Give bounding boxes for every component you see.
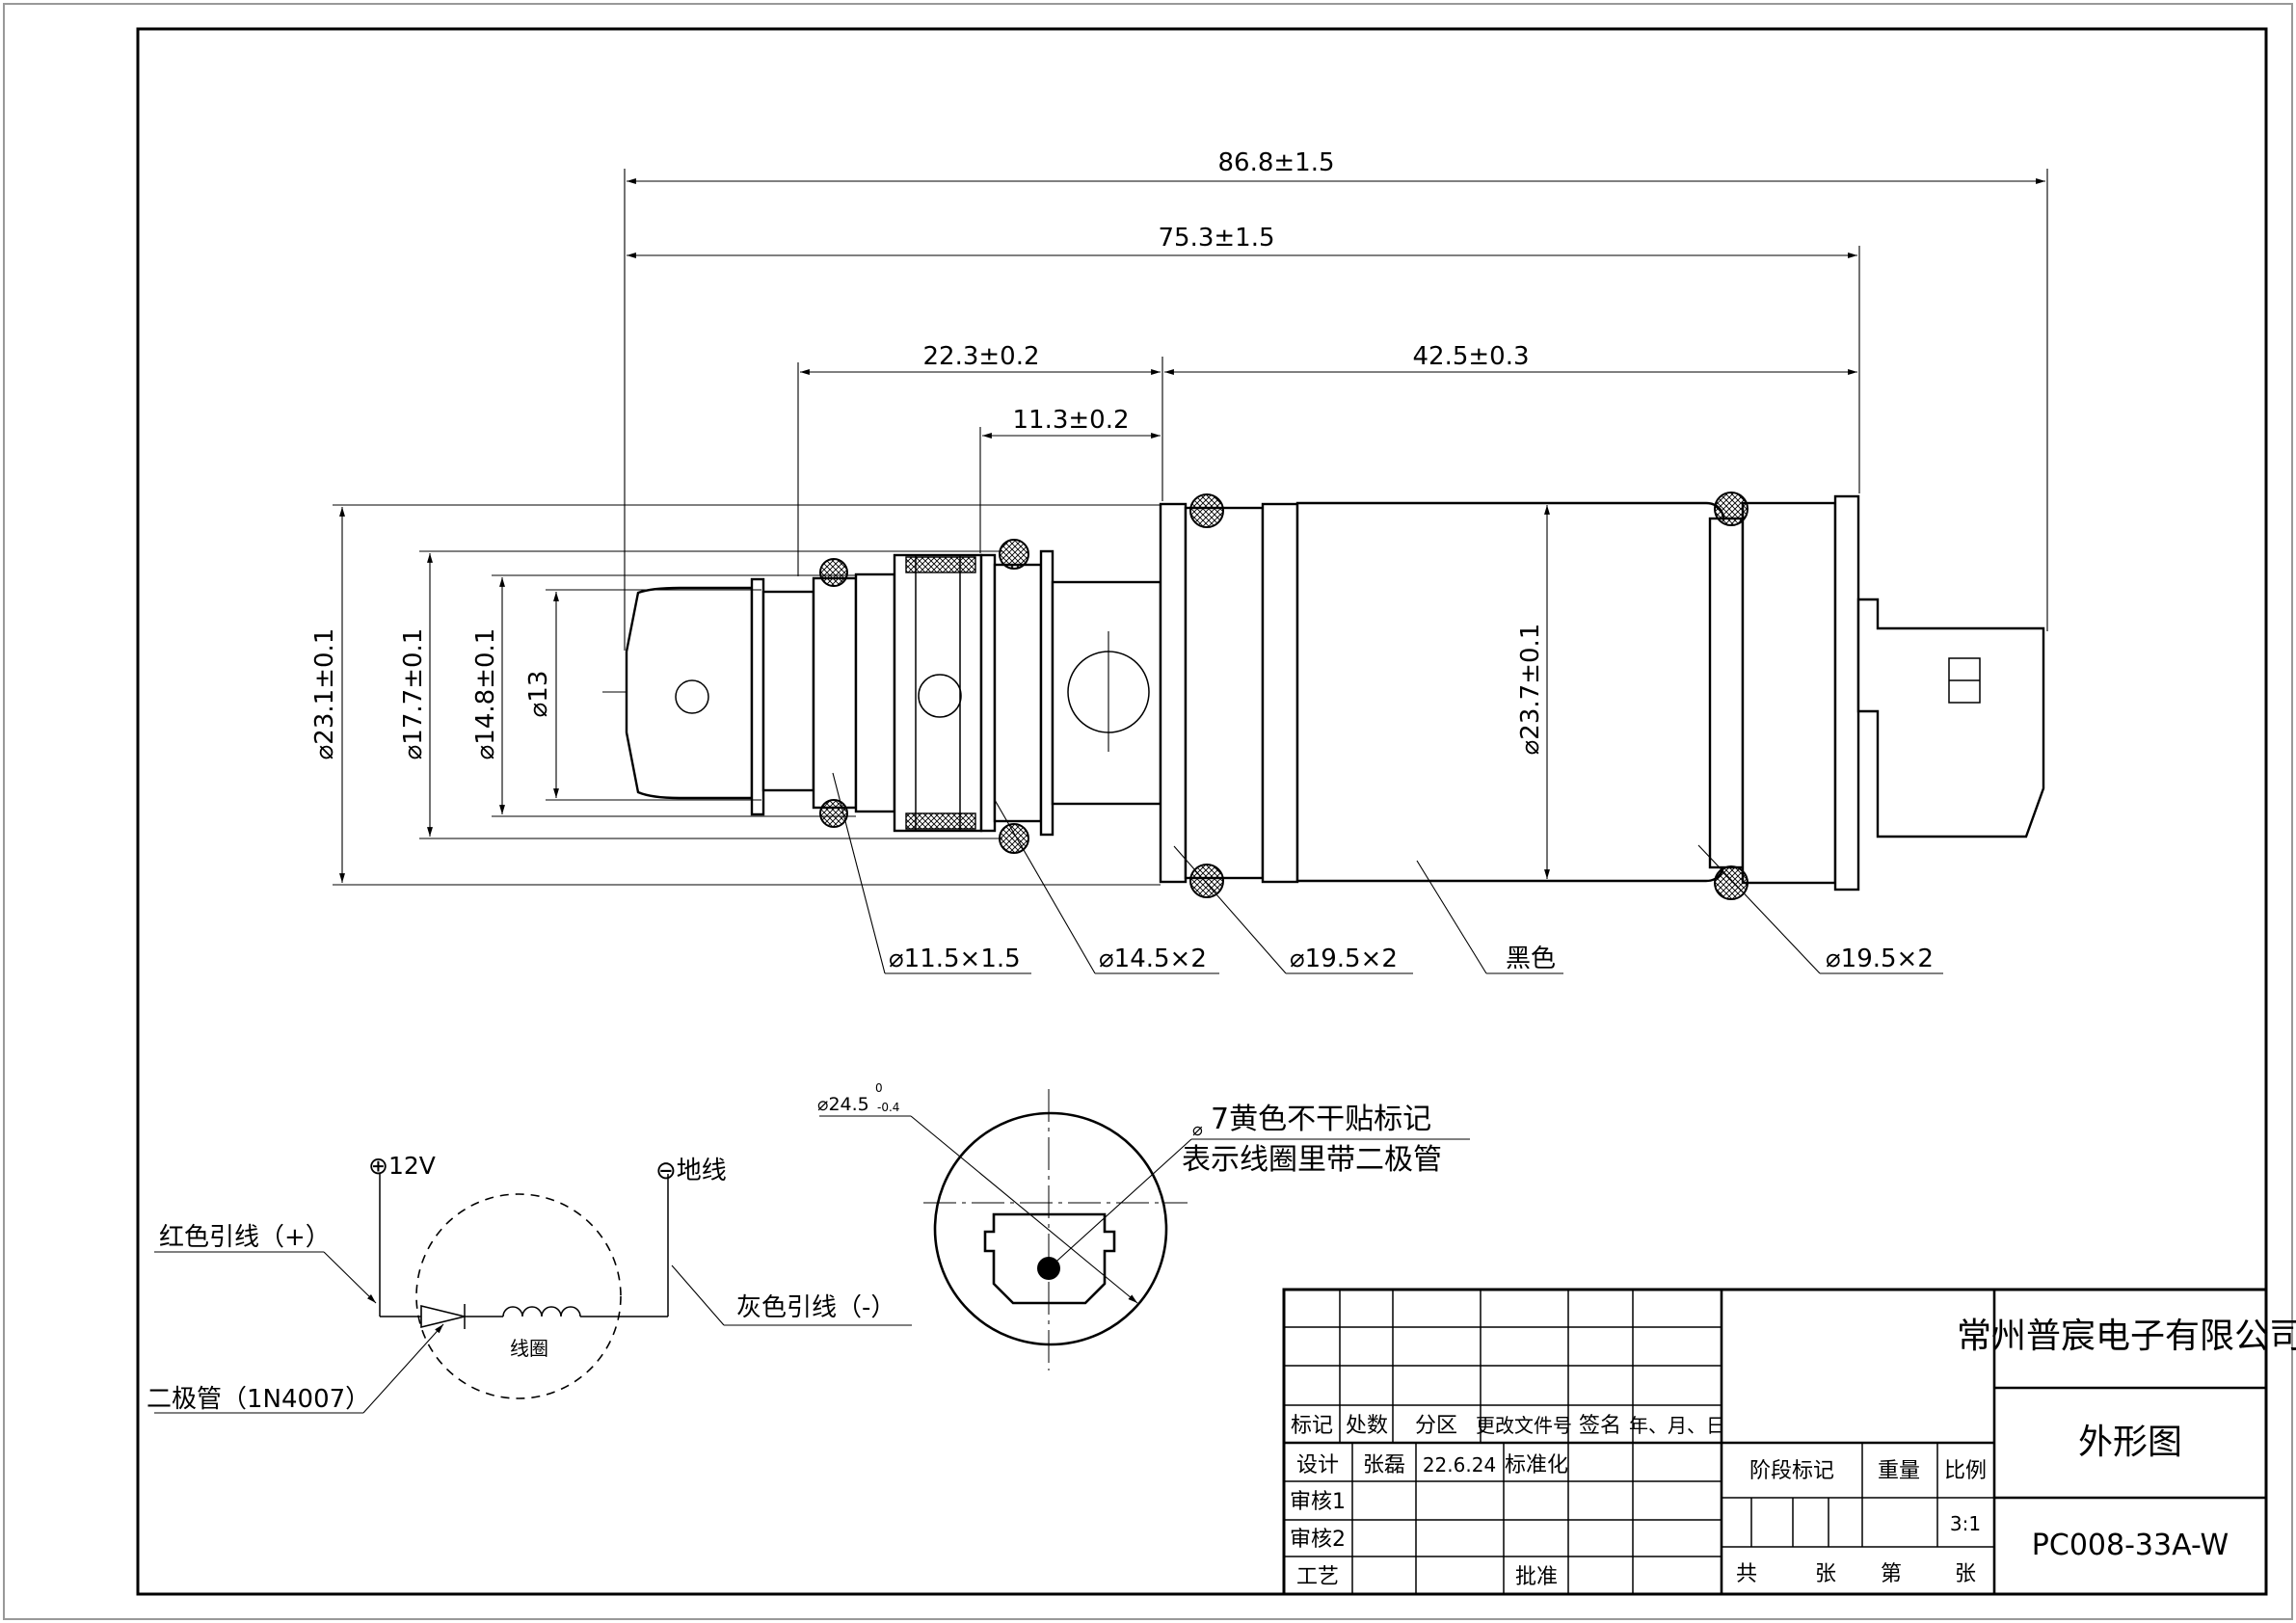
weight-label: 重量 xyxy=(1878,1459,1920,1483)
drawing-number: PC008-33A-W xyxy=(2032,1529,2229,1562)
standardization-label: 标准化 xyxy=(1505,1453,1568,1477)
valve-side-view xyxy=(602,492,2045,900)
outer-frame xyxy=(3,3,2293,1620)
scale-label: 比例 xyxy=(1944,1459,1987,1483)
red-lead-label: 红色引线（+） xyxy=(159,1223,331,1252)
dim-overall-length: 86.8±1.5 xyxy=(1217,148,1334,177)
dim-length-11: 11.3±0.2 xyxy=(1012,406,1129,435)
header-date: 年、月、日 xyxy=(1629,1414,1725,1437)
vertical-dimensions xyxy=(333,504,1550,886)
dim-dia-13: ⌀13 xyxy=(524,671,553,718)
plus-12v-label: ⊕12V xyxy=(368,1152,436,1180)
title-block: 常州普宸电子有限公司 外形图 PC008-33A-W 标记 处数 分区 更改文件… xyxy=(1282,1288,2296,1596)
scale-value: 3:1 xyxy=(1950,1512,1981,1535)
end-view: ⌀24.5 0 -0.4 ⌀ 7黄色不干贴标记 表示线圈里带二极管 xyxy=(817,1081,1470,1370)
ground-label: ⊖地线 xyxy=(655,1157,727,1185)
review1-label: 审核1 xyxy=(1290,1490,1346,1514)
design-date: 22.6.24 xyxy=(1423,1453,1496,1477)
header-change-doc: 更改文件号 xyxy=(1476,1414,1572,1437)
dim-dia-17-7: ⌀17.7±0.1 xyxy=(399,628,428,760)
approve-label: 批准 xyxy=(1515,1565,1558,1589)
stage-mark-label: 阶段标记 xyxy=(1749,1459,1834,1483)
total-label: 共 xyxy=(1736,1562,1757,1586)
process-label: 工艺 xyxy=(1296,1565,1339,1589)
note-line-1: 7黄色不干贴标记 xyxy=(1211,1103,1431,1136)
designer-name: 张磊 xyxy=(1363,1453,1405,1477)
note-symbol: ⌀ xyxy=(1192,1120,1203,1140)
dim-length-75: 75.3±1.5 xyxy=(1158,224,1274,253)
header-mark: 标记 xyxy=(1291,1414,1333,1438)
horizontal-dimensions xyxy=(624,169,2048,651)
callout-oring-4: ⌀19.5×2 xyxy=(1826,945,1934,973)
sheet-label: 张 xyxy=(1955,1562,1976,1586)
inner-frame xyxy=(136,27,2268,1596)
dim-dia-23-1: ⌀23.1±0.1 xyxy=(310,628,339,760)
end-view-diameter: ⌀24.5 xyxy=(817,1094,869,1115)
callout-leaders xyxy=(832,772,1943,974)
callout-oring-2: ⌀14.5×2 xyxy=(1099,945,1207,973)
sheet-no-label: 第 xyxy=(1881,1562,1902,1586)
dim-length-22: 22.3±0.2 xyxy=(922,342,1039,371)
header-signature: 签名 xyxy=(1579,1414,1621,1438)
header-count: 处数 xyxy=(1346,1414,1388,1438)
callout-oring-1: ⌀11.5×1.5 xyxy=(889,945,1021,973)
review2-label: 审核2 xyxy=(1290,1528,1346,1552)
dim-dia-23-7: ⌀23.7±0.1 xyxy=(1516,624,1545,756)
dim-length-42: 42.5±0.3 xyxy=(1412,342,1529,371)
dim-dia-14-8: ⌀14.8±0.1 xyxy=(471,628,500,760)
header-zone: 分区 xyxy=(1415,1414,1457,1438)
company-name: 常州普宸电子有限公司 xyxy=(1957,1317,2296,1356)
note-line-2: 表示线圈里带二极管 xyxy=(1182,1143,1442,1177)
grey-lead-label: 灰色引线（-） xyxy=(736,1293,895,1322)
end-view-tol-upper: 0 xyxy=(875,1081,883,1095)
drawing-name: 外形图 xyxy=(2078,1423,2182,1462)
design-label: 设计 xyxy=(1296,1453,1339,1477)
dimension-labels: 86.8±1.5 75.3±1.5 22.3±0.2 42.5±0.3 11.3… xyxy=(310,148,1934,973)
end-view-tol-lower: -0.4 xyxy=(877,1101,899,1114)
sheets-label: 张 xyxy=(1815,1562,1836,1586)
coil-label: 线圈 xyxy=(510,1337,548,1360)
circuit-diagram: ⊕12V ⊖地线 红色引线（+） 灰色引线（-） 二极管（1N4007） 线圈 xyxy=(147,1152,912,1414)
callout-oring-3: ⌀19.5×2 xyxy=(1290,945,1398,973)
diode-label: 二极管（1N4007） xyxy=(147,1385,370,1414)
callout-body-color: 黑色 xyxy=(1506,945,1556,973)
